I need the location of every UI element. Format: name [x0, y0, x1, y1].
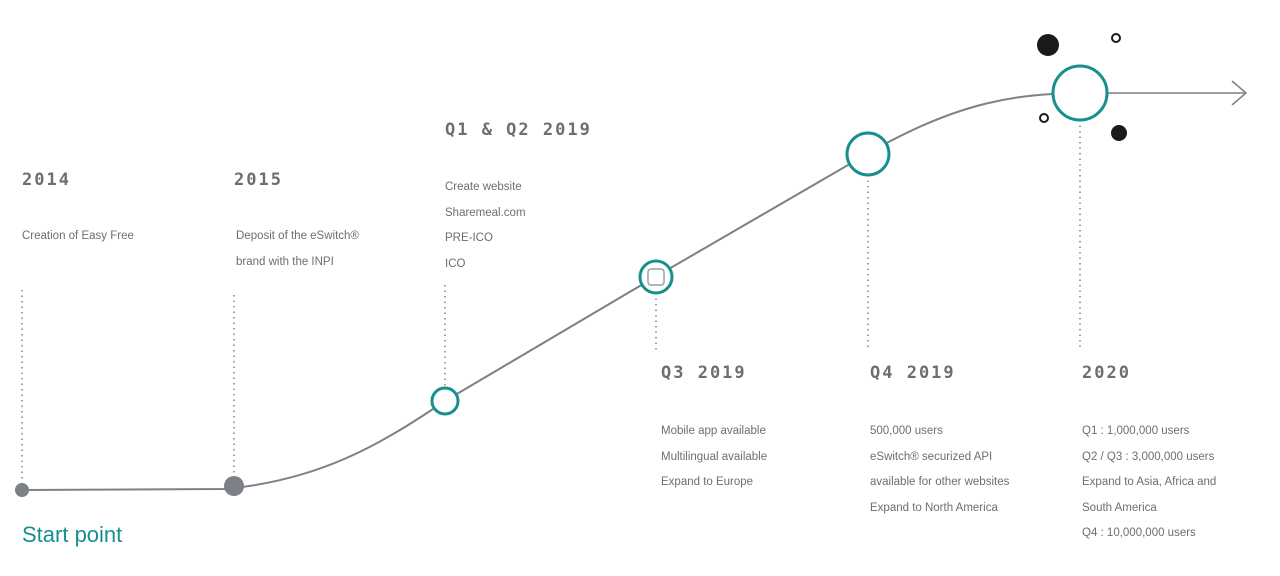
milestone-line: brand with the INPI	[236, 255, 334, 268]
milestone-line: Q2 / Q3 : 3,000,000 users	[1082, 450, 1215, 463]
milestone-year-2020: 2020	[1082, 363, 1131, 383]
arrow-head-icon	[1231, 80, 1248, 106]
decor-dot-large	[1037, 34, 1059, 56]
decor-dot-medium	[1111, 125, 1127, 141]
milestone-line: Expand to North America	[870, 501, 998, 514]
node-q4-2019	[845, 131, 891, 177]
milestone-line: Expand to Asia, Africa and	[1082, 476, 1217, 488]
milestone-line: Multilingual available	[661, 450, 768, 463]
milestone-description-q1q2-2019: Create website Sharemeal.com PRE-ICO ICO	[445, 175, 526, 277]
start-point-label: Start point	[22, 522, 123, 547]
milestone-line: eSwitch® securized API	[870, 450, 993, 463]
milestone-description-q3-2019: Mobile app available Multilingual availa…	[661, 419, 767, 496]
milestone-year-q1q2-2019: Q1 & Q2 2019	[445, 120, 592, 140]
milestone-line: available for other websites	[870, 476, 1010, 488]
milestone-line: 500,000 users	[870, 425, 943, 437]
milestone-line: Q4 : 10,000,000 users	[1082, 527, 1196, 539]
decor-dot-small-top	[1111, 33, 1121, 43]
milestone-line: Deposit of the eSwitch®	[236, 230, 359, 242]
milestone-line: Q1 : 1,000,000 users	[1082, 425, 1190, 437]
node-start	[15, 483, 29, 497]
node-2020	[1051, 64, 1109, 122]
milestone-line: Expand to Europe	[661, 476, 754, 488]
node-q1q2-2019	[430, 386, 460, 416]
milestone-line: PRE-ICO	[445, 232, 493, 244]
milestone-line: Mobile app available	[661, 425, 766, 437]
milestone-year-q4-2019: Q4 2019	[870, 363, 956, 383]
milestone-description-q4-2019: 500,000 users eSwitch® securized API ava…	[870, 419, 1009, 521]
milestone-line: Sharemeal.com	[445, 206, 526, 219]
milestone-year-q3-2019: Q3 2019	[661, 363, 747, 383]
milestone-year-2014: 2014	[22, 170, 71, 190]
timeline-curve	[21, 92, 1081, 491]
decor-dot-small-left	[1039, 113, 1049, 123]
milestone-description-2014: Creation of Easy Free	[22, 224, 134, 250]
milestone-line: Create website	[445, 181, 522, 193]
node-2015	[224, 476, 244, 496]
milestone-year-2015: 2015	[234, 170, 283, 190]
milestone-line: South America	[1082, 501, 1157, 514]
milestone-description-2020: Q1 : 1,000,000 users Q2 / Q3 : 3,000,000…	[1082, 419, 1216, 547]
node-q3-2019-inner	[647, 268, 665, 286]
node-q3-2019	[638, 259, 674, 295]
milestone-description-2015: Deposit of the eSwitch® brand with the I…	[236, 224, 359, 275]
milestone-line: Creation of Easy Free	[22, 230, 134, 242]
milestone-line: ICO	[445, 257, 466, 270]
